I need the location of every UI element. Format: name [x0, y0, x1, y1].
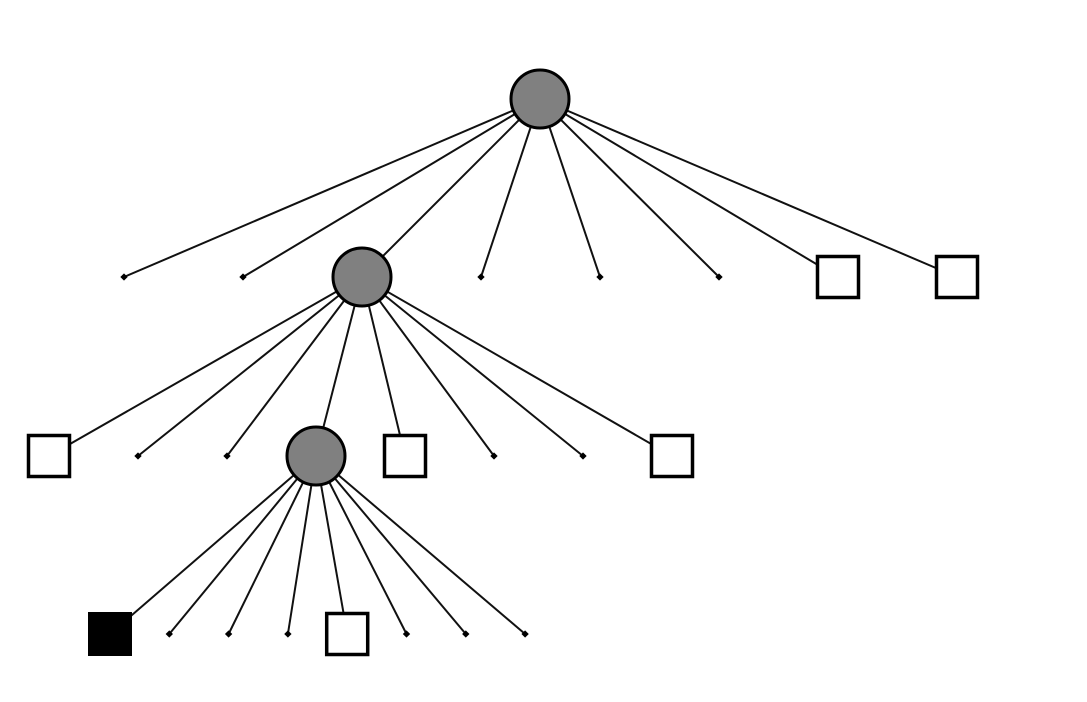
tree-edge [123, 98, 541, 278]
point-leaf [120, 273, 128, 281]
tree-edge [137, 276, 363, 457]
filled-square-leaf [88, 612, 132, 656]
tree-edge [539, 98, 601, 278]
internal-node [509, 68, 571, 130]
tree-edge [168, 455, 317, 635]
empty-square-leaf [649, 433, 695, 479]
tree-edge [361, 276, 406, 457]
point-leaf [462, 630, 470, 638]
edges-layer [48, 98, 958, 635]
tree-edge [539, 98, 839, 278]
tree-edge [315, 455, 526, 635]
empty-square-leaf [934, 254, 980, 300]
tree-edge [242, 98, 541, 278]
nodes-layer [26, 68, 980, 657]
tree-edge [480, 98, 541, 278]
point-leaf [284, 630, 292, 638]
point-leaf [239, 273, 247, 281]
point-leaf [521, 630, 529, 638]
tree-edge [315, 455, 408, 635]
internal-node [331, 246, 393, 308]
point-leaf [477, 273, 485, 281]
empty-square-leaf [382, 433, 428, 479]
tree-edge [227, 455, 317, 635]
point-leaf [490, 452, 498, 460]
point-leaf [224, 630, 233, 638]
tree-edge [315, 455, 467, 635]
point-leaf [596, 273, 604, 281]
point-leaf [402, 630, 411, 638]
tree-edge [361, 98, 541, 278]
tree-edge [539, 98, 958, 278]
tree-edge [109, 455, 317, 635]
tree-edge [315, 276, 363, 457]
tree-edge [226, 276, 363, 457]
tree-edge [361, 276, 495, 457]
empty-square-leaf [324, 611, 370, 657]
internal-node [285, 425, 347, 487]
point-leaf [134, 452, 142, 460]
tree-edge [539, 98, 720, 278]
tree-edge [361, 276, 673, 457]
point-leaf [715, 273, 723, 281]
empty-square-leaf [815, 254, 861, 300]
empty-square-leaf [26, 433, 72, 479]
point-leaf [579, 452, 587, 460]
point-leaf [223, 452, 231, 460]
tree-edge [48, 276, 363, 457]
tree-edge [361, 276, 584, 457]
